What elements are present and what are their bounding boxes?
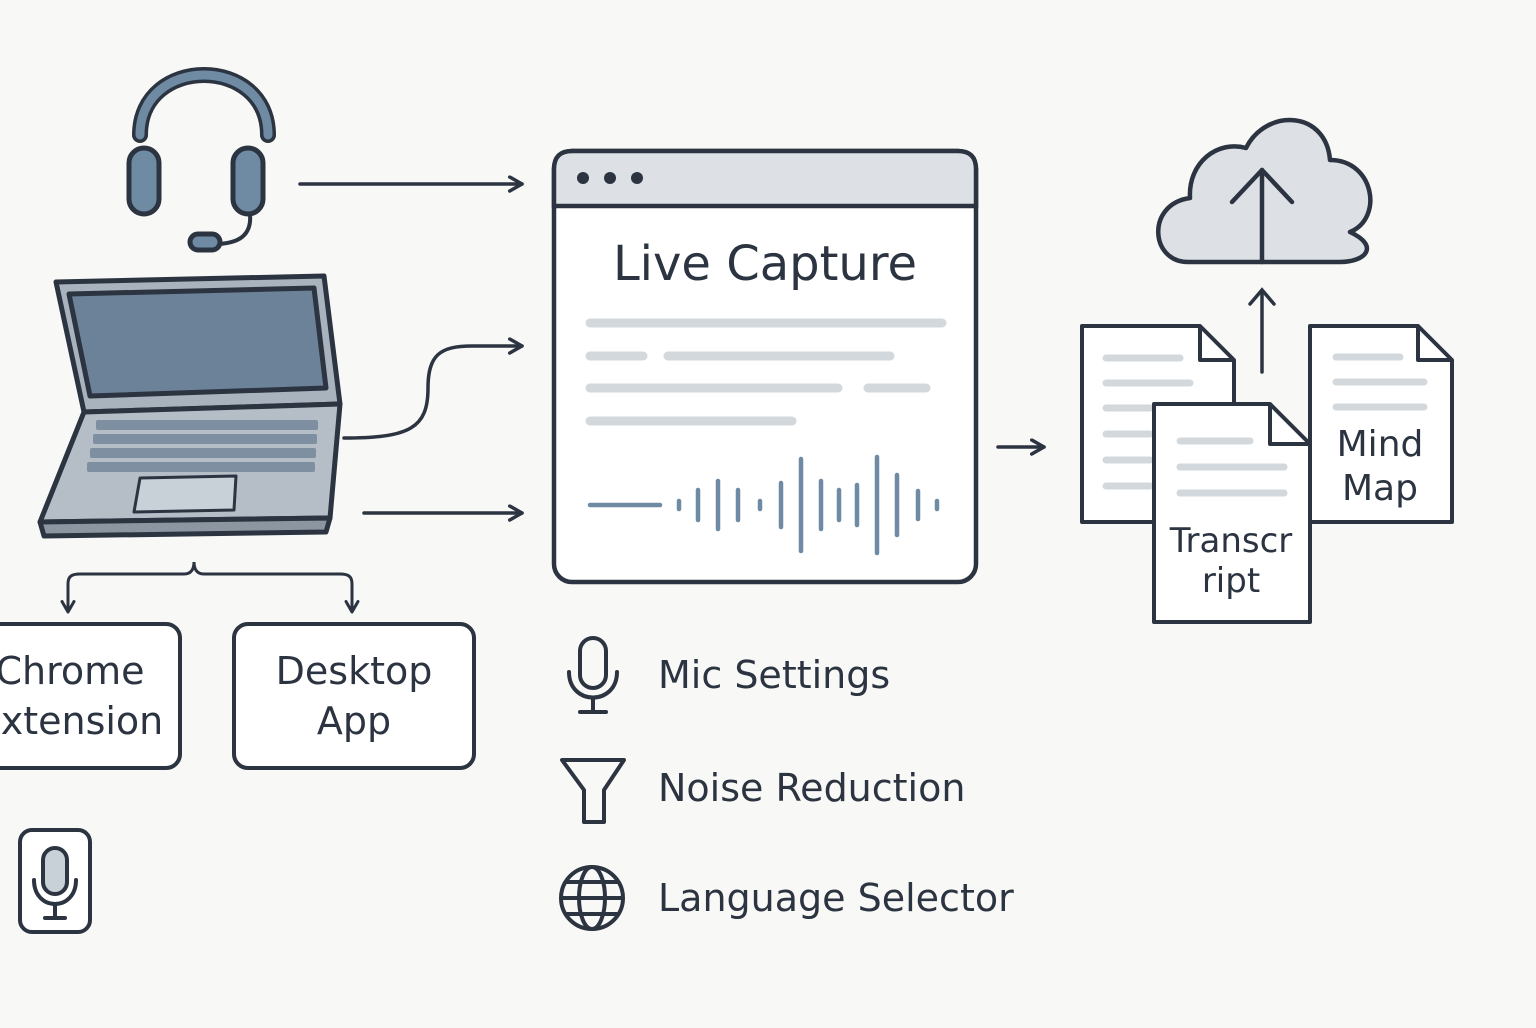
window-dot-3 xyxy=(631,172,643,184)
transcript-document[interactable]: Transcr ript xyxy=(1152,402,1312,624)
microphone-icon xyxy=(567,636,619,714)
mind-map-label-line2: Map xyxy=(1342,468,1418,509)
audio-waveform xyxy=(587,454,940,556)
chrome-extension-box[interactable]: Chrome Extension xyxy=(0,622,182,770)
globe-icon xyxy=(559,865,625,931)
transcript-placeholder-lines xyxy=(585,318,947,426)
setting-label-language: Language Selector xyxy=(658,876,1014,920)
source-brace xyxy=(60,561,360,614)
setting-language-selector[interactable]: Language Selector xyxy=(559,865,1014,931)
live-capture-window: Live Capture xyxy=(551,148,979,585)
window-dot-1 xyxy=(577,172,589,184)
settings-list: Mic Settings Noise Reduction Language Se… xyxy=(559,636,1014,931)
setting-label-mic: Mic Settings xyxy=(658,653,890,697)
setting-mic-settings[interactable]: Mic Settings xyxy=(567,636,890,714)
setting-noise-reduction[interactable]: Noise Reduction xyxy=(560,758,965,824)
mic-badge-icon xyxy=(18,828,92,934)
desktop-app-box[interactable]: Desktop App xyxy=(232,622,476,770)
mind-map-document[interactable]: Mind Map xyxy=(1308,324,1454,524)
capture-window-title: Live Capture xyxy=(613,236,917,292)
laptop-keyboard xyxy=(87,420,318,472)
desktop-app-label-line2: App xyxy=(317,699,391,743)
funnel-icon xyxy=(560,758,626,824)
desktop-app-label-line1: Desktop xyxy=(276,649,433,693)
arrow-output-to-cloud xyxy=(1248,287,1276,374)
headset-icon xyxy=(126,67,276,253)
chrome-extension-label-line2: Extension xyxy=(0,699,163,743)
cloud-upload-icon xyxy=(1156,117,1373,265)
arrow-laptop-to-capture xyxy=(342,337,524,440)
transcript-label-line1: Transcr xyxy=(1169,521,1293,561)
laptop-icon xyxy=(37,273,343,539)
setting-label-noise: Noise Reduction xyxy=(658,766,965,810)
chrome-extension-label-line1: Chrome xyxy=(0,649,145,693)
mind-map-label-line1: Mind xyxy=(1337,424,1424,465)
window-dot-2 xyxy=(604,172,616,184)
input-arrows xyxy=(298,175,524,522)
transcript-label-line2: ript xyxy=(1202,561,1260,601)
